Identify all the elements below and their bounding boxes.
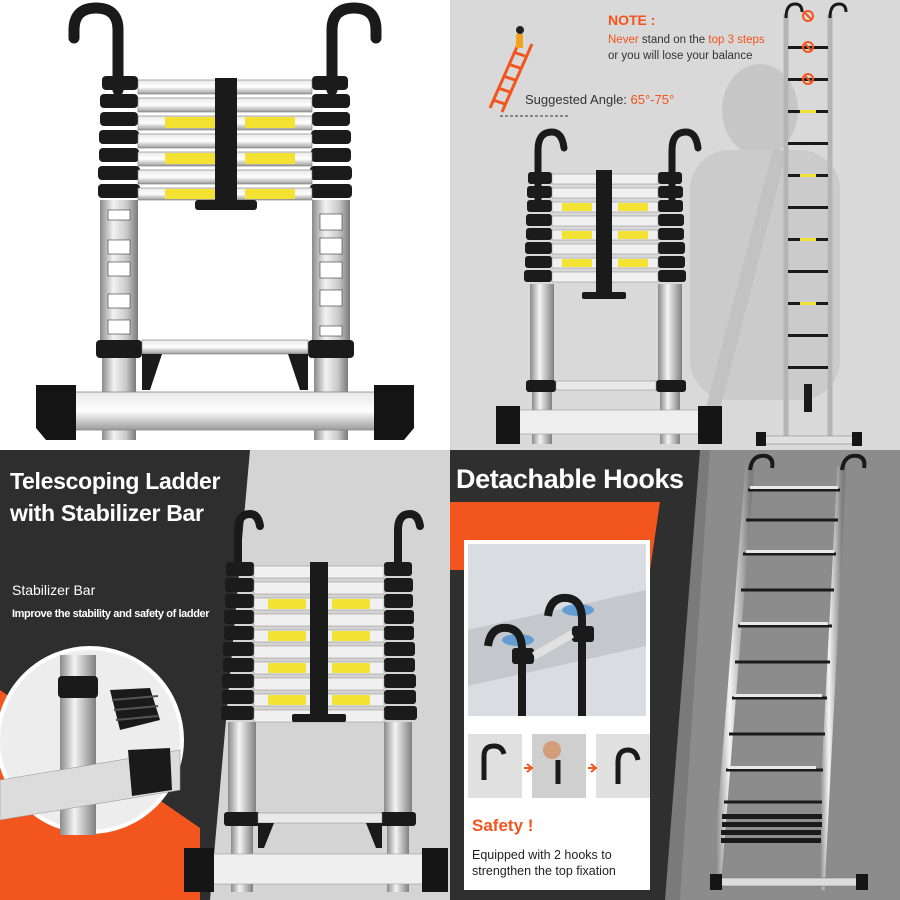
hooks-title: Detachable Hooks <box>456 464 684 494</box>
panel-safety-note: NOTE : Never stand on the top 3 steps or… <box>450 0 900 450</box>
hooks-desc-line-2: strengthen the top fixation <box>472 864 616 878</box>
note-stand: stand on the <box>638 34 709 46</box>
angle-value: 65°-75° <box>630 92 675 107</box>
note-title: NOTE : <box>608 12 656 28</box>
title-line-2: with Stabilizer Bar <box>10 500 204 526</box>
note-never: Never <box>608 34 639 46</box>
note-line-2: or you will lose your balance <box>608 50 753 62</box>
panel-ladder-front-view <box>0 0 450 450</box>
stabilizer-caption: Improve the stability and safety of ladd… <box>12 608 210 620</box>
safety-note-illustration <box>488 2 862 446</box>
safety-label: Safety ! <box>472 816 534 835</box>
stabilizer-illustration <box>0 450 448 900</box>
panel-detachable-hooks: Detachable Hooks Safety ! Equipped with … <box>450 450 900 900</box>
stabilizer-subtitle: Stabilizer Bar <box>12 582 96 598</box>
note-top-steps: top 3 steps <box>708 34 765 46</box>
note-line-1: Never stand on the top 3 steps <box>608 34 765 46</box>
panel-stabilizer-bar: Telescoping Ladder with Stabilizer Bar S… <box>0 450 450 900</box>
title-line-1: Telescoping Ladder <box>10 468 221 494</box>
ladder-front-illustration <box>36 2 414 440</box>
angle-label: Suggested Angle: <box>525 92 631 107</box>
suggested-angle: Suggested Angle: 65°-75° <box>525 92 674 107</box>
hooks-desc-line-1: Equipped with 2 hooks to <box>472 848 612 862</box>
hooks-illustration <box>450 450 900 900</box>
